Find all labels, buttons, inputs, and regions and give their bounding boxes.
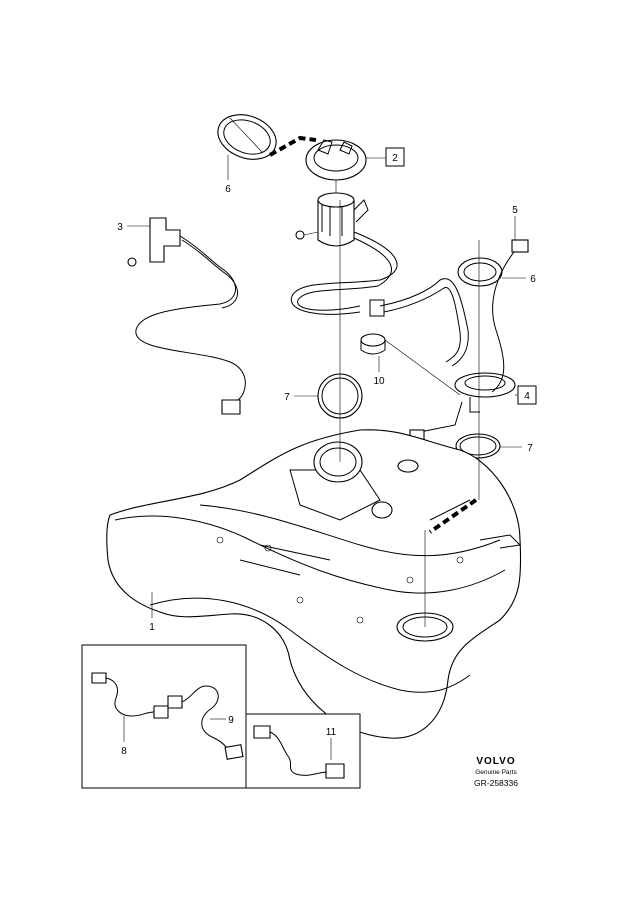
dash-line-seal-to-pump <box>269 135 317 157</box>
genuine-parts-text: Genuine Parts <box>475 769 517 776</box>
inset-box-11: 11 <box>245 713 361 789</box>
callout-6b-label: 6 <box>530 274 536 285</box>
volvo-logo: VOLVO <box>476 756 515 767</box>
fuel-level-sender <box>409 372 516 441</box>
callout-6a: 6 <box>225 155 231 195</box>
callout-6a-label: 6 <box>225 184 231 195</box>
callout-7a: 7 <box>284 392 318 403</box>
callout-8-label: 8 <box>121 746 127 757</box>
callout-2-label: 2 <box>392 153 398 164</box>
callout-5-label: 5 <box>512 205 518 216</box>
callout-1-label: 1 <box>149 622 155 633</box>
o-ring-right <box>455 433 501 459</box>
callout-6b: 6 <box>502 274 536 285</box>
sender-wiring-3 <box>127 217 246 415</box>
seal-ring-top <box>217 114 277 160</box>
callout-9-label: 9 <box>228 715 234 726</box>
callout-1: 1 <box>149 592 155 633</box>
callout-5: 5 <box>512 205 518 240</box>
diagram-code: GR-258336 <box>474 778 518 788</box>
fuel-pump-assembly <box>295 139 369 247</box>
seal-ring-right <box>457 257 503 287</box>
callout-4: 4 <box>515 385 537 405</box>
callout-10: 10 <box>373 356 385 387</box>
callout-7a-label: 7 <box>284 392 290 403</box>
inset-box-8-9: 8 9 <box>81 644 247 789</box>
callout-7b: 7 <box>500 443 533 454</box>
hose-clamp <box>360 333 461 396</box>
callout-2: 2 <box>366 147 405 167</box>
callout-10-label: 10 <box>373 376 385 387</box>
wire-harness-5 <box>491 239 529 393</box>
fuel-tank <box>106 429 522 739</box>
callout-4-label: 4 <box>524 391 530 402</box>
volvo-branding: VOLVO Genuine Parts GR-258336 <box>474 756 518 788</box>
callout-3-label: 3 <box>117 222 123 233</box>
fuel-hose <box>290 231 469 367</box>
callout-3: 3 <box>117 222 150 233</box>
callout-7b-label: 7 <box>527 443 533 454</box>
dash-line-tank <box>428 498 478 534</box>
callout-11-label: 11 <box>326 727 337 738</box>
